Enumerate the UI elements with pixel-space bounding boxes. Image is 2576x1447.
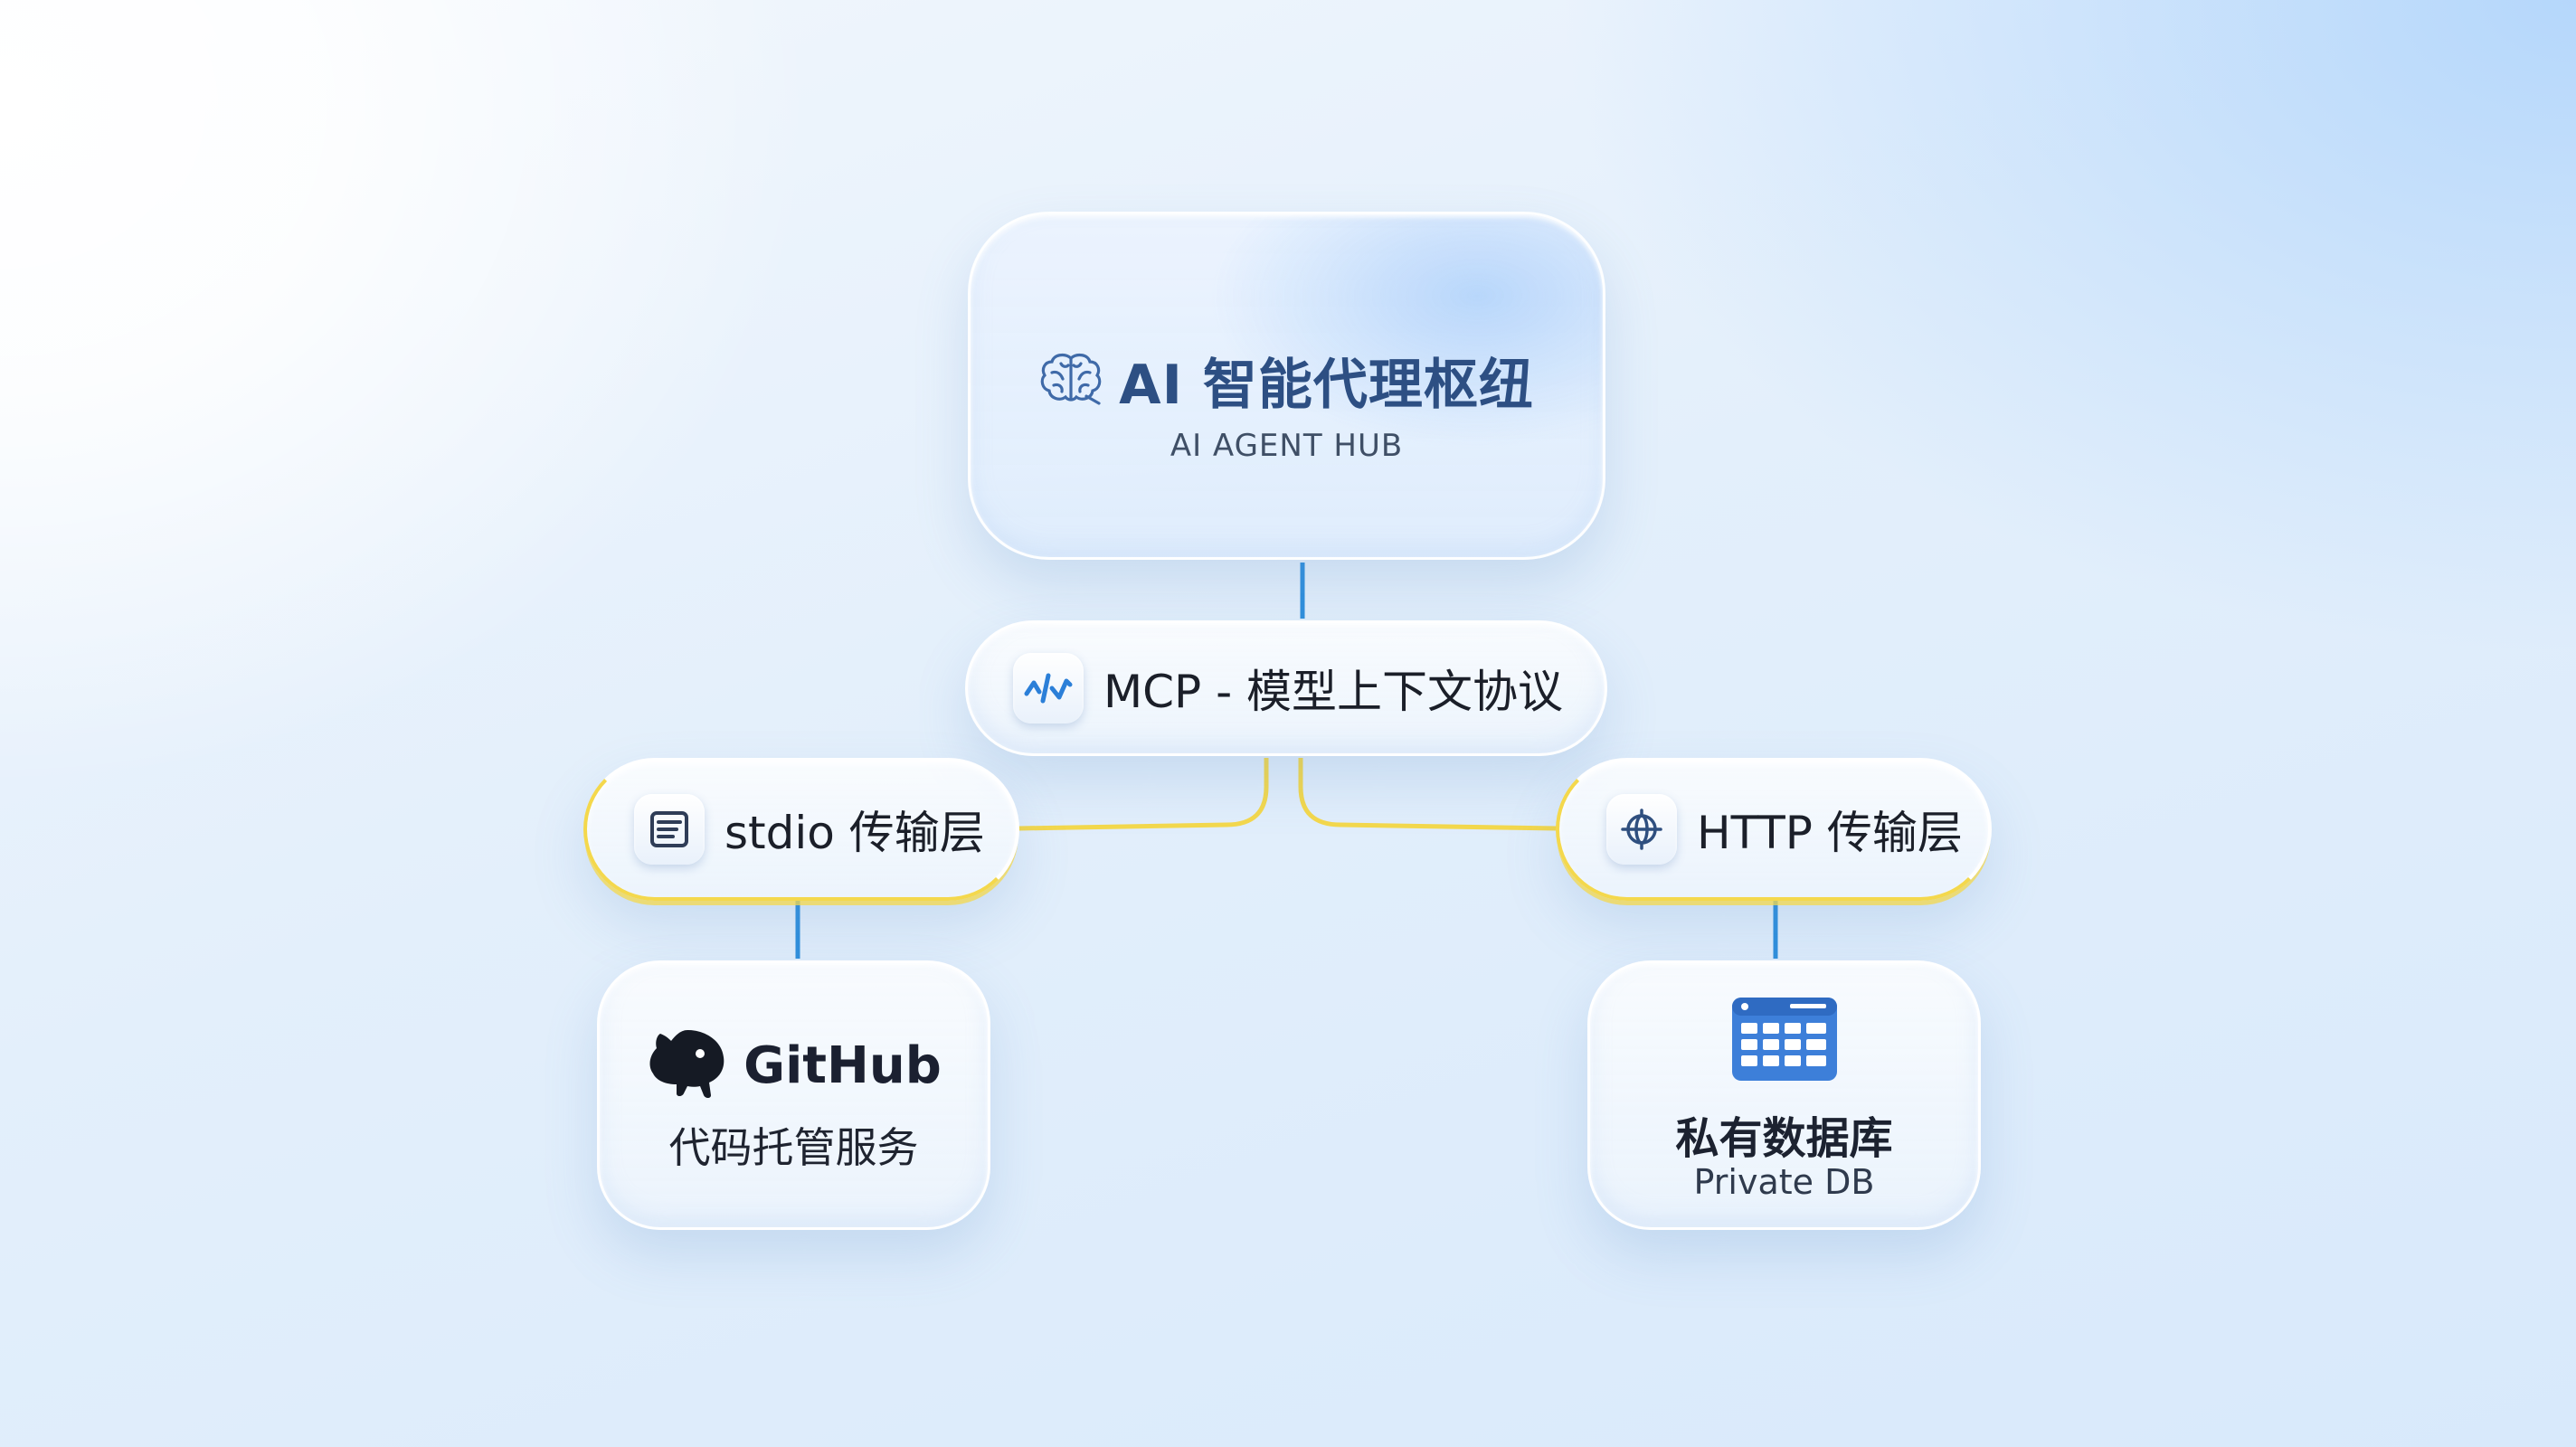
mcp-protocol-icon <box>1013 653 1084 724</box>
mcp-to-http-connector <box>1298 758 1558 831</box>
database-table-icon <box>1730 996 1839 1086</box>
ai-agent-hub-card[interactable]: AI 智能代理枢纽 AI AGENT HUB <box>968 212 1605 560</box>
hub-title: AI 智能代理枢纽 <box>1119 354 1534 417</box>
terminal-list-icon <box>634 794 705 865</box>
hub-title-row: AI 智能代理枢纽 <box>971 341 1603 420</box>
github-title-row: GitHub <box>600 1026 988 1104</box>
private-db-name: 私有数据库 <box>1675 1113 1893 1164</box>
mcp-protocol-pill[interactable]: MCP - 模型上下文协议 <box>965 620 1607 756</box>
github-service-card[interactable]: GitHub 代码托管服务 <box>597 960 990 1230</box>
stdio-transport-label: stdio 传输层 <box>724 807 985 859</box>
stdio-transport-pill[interactable]: stdio 传输层 <box>583 758 1019 901</box>
github-octocat-icon <box>646 1026 729 1104</box>
private-db-subtitle: Private DB <box>1693 1162 1875 1202</box>
hub-subtitle: AI AGENT HUB <box>1170 428 1404 464</box>
globe-network-icon <box>1606 794 1677 865</box>
http-transport-label: HTTP 传输层 <box>1697 807 1963 859</box>
mcp-protocol-label: MCP - 模型上下文协议 <box>1103 666 1564 718</box>
mcp-to-stdio-connector <box>1018 758 1269 831</box>
private-db-service-card[interactable]: 私有数据库 Private DB <box>1587 960 1981 1230</box>
github-name: GitHub <box>743 1036 942 1095</box>
github-description: 代码托管服务 <box>668 1123 919 1172</box>
http-transport-pill[interactable]: HTTP 传输层 <box>1556 758 1992 901</box>
brain-icon <box>1039 351 1103 411</box>
